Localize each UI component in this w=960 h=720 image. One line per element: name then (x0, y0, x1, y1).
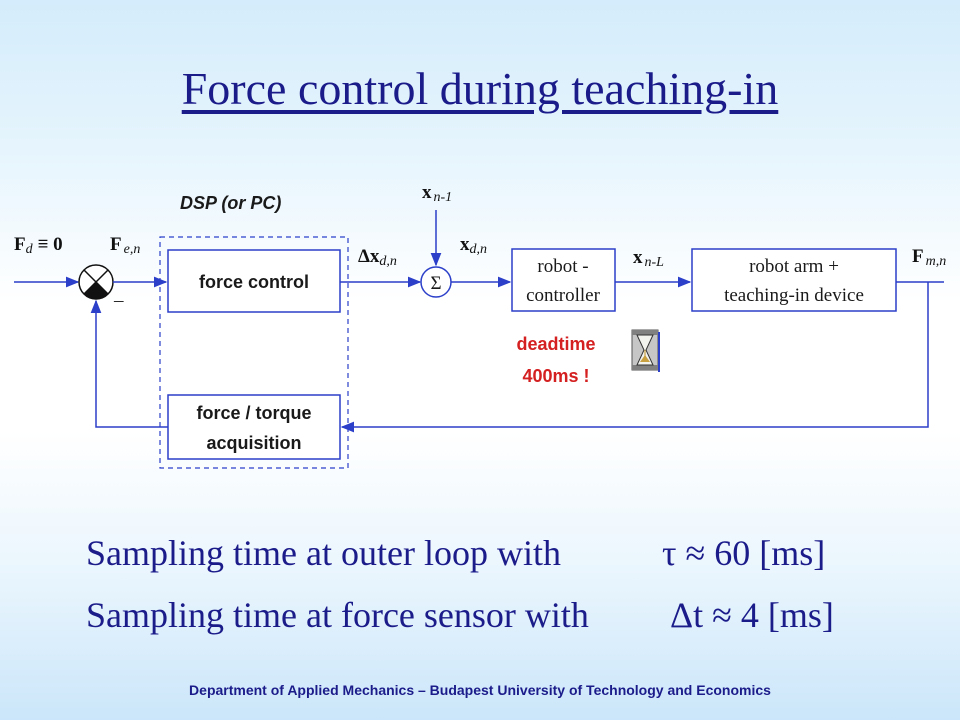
comparator-junction (78, 264, 114, 300)
force-control-block (167, 249, 341, 313)
minus-sign: – (113, 290, 124, 311)
robot-arm-label-2: teaching-in device (724, 285, 864, 306)
force-sensor-value: Δt ≈ 4 [ms] (670, 595, 834, 635)
deadtime-label-2: 400ms ! (522, 366, 589, 386)
deadtime-label-1: deadtime (516, 334, 595, 354)
robot-controller-label-2: controller (526, 285, 601, 306)
block-diagram: DSP (or PC) – force control Σ robot - co… (14, 182, 946, 469)
dsp-label: DSP (or PC) (180, 193, 281, 213)
force-acquisition-label-2: acquisition (206, 433, 301, 453)
feedback-line-left (90, 299, 168, 428)
force-control-label: force control (199, 272, 309, 292)
dsp-region (159, 236, 349, 469)
fd-label: Fd≡ 0 (14, 234, 63, 257)
force-acquisition-label-1: force / torque (196, 403, 311, 423)
force-sensor-text: Sampling time at force sensor with (86, 595, 589, 635)
force-sensor-sampling: Sampling time at force sensor with Δt ≈ … (86, 594, 834, 636)
outer-loop-text: Sampling time at outer loop with (86, 533, 561, 573)
outer-loop-value: τ ≈ 60 [ms] (662, 533, 826, 573)
xd-label: xd,n (460, 234, 487, 257)
page-title: Force control during teaching-in (181, 63, 779, 114)
feedback-line-right (340, 282, 929, 433)
robot-controller-label-1: robot - (537, 256, 588, 277)
hourglass-icon (631, 329, 660, 372)
dx-label: Δxd,n (358, 246, 397, 269)
robot-controller-block (511, 248, 616, 312)
robot-arm-label-1: robot arm + (749, 256, 839, 277)
sigma-symbol: Σ (430, 273, 441, 294)
footer: Department of Applied Mechanics – Budape… (189, 682, 771, 698)
robot-arm-block (691, 248, 897, 312)
outer-loop-sampling: Sampling time at outer loop with τ ≈ 60 … (86, 532, 825, 574)
force-acquisition-block (167, 394, 341, 460)
